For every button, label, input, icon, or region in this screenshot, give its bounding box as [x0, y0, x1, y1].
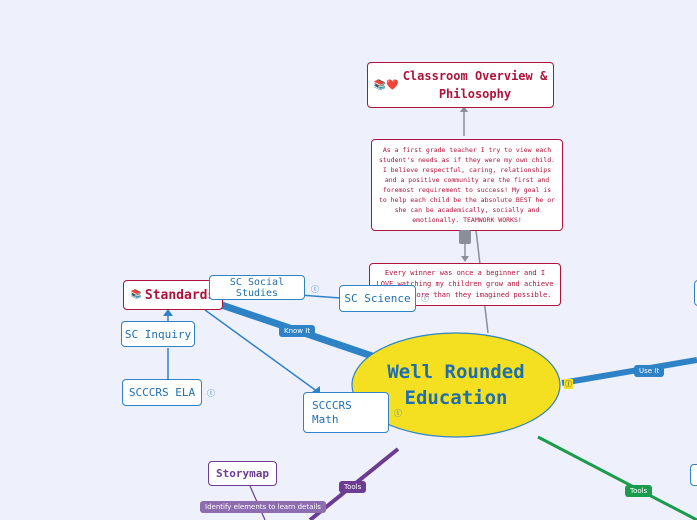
- sc-social-studies-node[interactable]: SC Social Studies: [209, 275, 305, 300]
- philosophy-node[interactable]: As a first grade teacher I try to view e…: [371, 139, 563, 231]
- ela-attachment-icon[interactable]: ⓛ: [207, 389, 215, 398]
- science-attachment-icon[interactable]: ⓛ: [421, 294, 429, 303]
- tools-green-label[interactable]: Tools: [625, 485, 653, 497]
- books-icon: 📚: [130, 290, 142, 300]
- connector-standards-math: [204, 309, 319, 393]
- tools-purple-label[interactable]: Tools: [339, 481, 367, 493]
- identify-elements-label[interactable]: Identify elements to learn details: [200, 501, 326, 513]
- branch-use-it: [561, 357, 697, 386]
- storymap-label: Storymap: [216, 467, 269, 480]
- sc-science-label: SC Science: [344, 292, 411, 305]
- know-it-label[interactable]: Know It: [279, 325, 316, 337]
- classroom-title-line1: Classroom Overview &: [402, 69, 548, 83]
- standards-label: Standards: [144, 287, 216, 303]
- scccrs-ela-label: SCCCRS ELA: [128, 386, 196, 399]
- offscreen-node-right-top[interactable]: [694, 280, 697, 306]
- central-topic[interactable]: Well Rounded Education: [372, 350, 540, 420]
- offscreen-node-right-bottom[interactable]: [690, 464, 697, 486]
- scccrs-ela-node[interactable]: SCCCRS ELA: [122, 379, 202, 406]
- philosophy-text: As a first grade teacher I try to view e…: [378, 146, 556, 224]
- central-title-line2: Education: [404, 387, 508, 409]
- connector-standards-science: [299, 294, 341, 299]
- scccrs-math-node[interactable]: SCCCRS Math: [303, 392, 389, 433]
- arrowhead-inquiry: [163, 309, 173, 316]
- branch-tools-green: [537, 435, 697, 520]
- sc-science-node[interactable]: SC Science: [339, 285, 416, 312]
- scccrs-math-line2: Math: [312, 412, 339, 426]
- arrowhead-classroom: [460, 106, 468, 112]
- central-attachment-icon[interactable]: ⓛ: [564, 379, 573, 389]
- math-attachment-icon[interactable]: ⓛ: [394, 409, 402, 418]
- arrowhead-beginner: [461, 256, 469, 262]
- beginner-text: Every winner was once a beginner and I L…: [376, 269, 554, 299]
- use-it-label[interactable]: Use It: [634, 365, 665, 377]
- classroom-title-line2: Philosophy: [438, 87, 512, 101]
- central-node-shape: [351, 332, 561, 438]
- central-title-line1: Well Rounded: [387, 361, 525, 383]
- standards-node[interactable]: 📚 Standards: [123, 280, 223, 310]
- storymap-node[interactable]: Storymap: [208, 461, 277, 486]
- sc-social-studies-label: SC Social Studies: [229, 276, 285, 299]
- philosophy-collapse-handle[interactable]: [459, 230, 471, 244]
- classroom-overview-node[interactable]: 📚❤️ Classroom Overview & Philosophy: [367, 62, 554, 108]
- sc-inquiry-label: SC Inquiry: [124, 327, 192, 341]
- sc-inquiry-node[interactable]: SC Inquiry: [121, 321, 195, 347]
- books-heart-icon: 📚❤️: [373, 79, 399, 91]
- scccrs-math-line1: SCCCRS: [312, 398, 352, 412]
- social-studies-attachment-icon[interactable]: ⓛ: [311, 285, 319, 294]
